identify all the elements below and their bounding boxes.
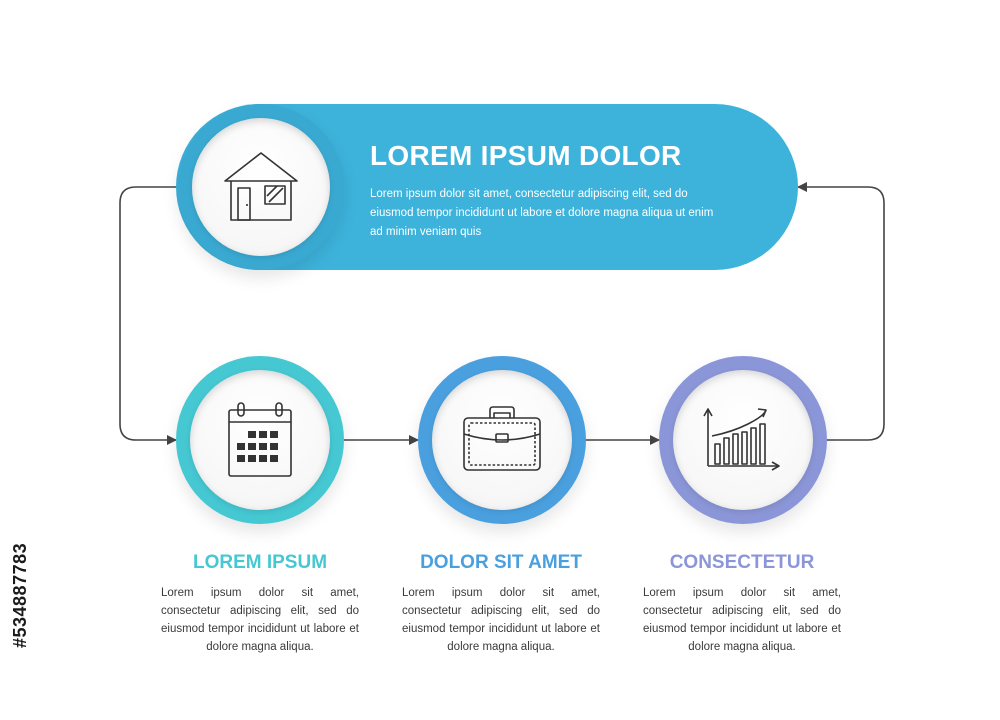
step1-icon-disc: [190, 370, 330, 510]
step3-title: CONSECTETUR: [669, 552, 815, 573]
calendar-icon: [228, 402, 292, 477]
briefcase-icon: [463, 406, 541, 471]
step1-title: LOREM IPSUM: [192, 552, 328, 573]
connector-step3-to-header: [797, 182, 885, 441]
step1-description: Lorem ipsum dolor sit amet, consectetur …: [161, 587, 359, 653]
step3-icon-disc: [673, 370, 813, 510]
step2-description: Lorem ipsum dolor sit amet, consectetur …: [402, 587, 600, 653]
stock-id-label: #534887783: [10, 542, 30, 648]
header-title: LOREM IPSUM DOLOR: [370, 140, 682, 171]
house-icon: [224, 152, 298, 221]
growth-chart-icon: [703, 408, 780, 471]
connector-header-to-step1: [119, 186, 178, 445]
header-icon-disc: [192, 118, 330, 256]
step2-title: DOLOR SIT AMET: [420, 552, 582, 573]
step3-description: Lorem ipsum dolor sit amet, consectetur …: [643, 587, 841, 653]
header-description: Lorem ipsum dolor sit amet, consectetur …: [370, 188, 714, 238]
